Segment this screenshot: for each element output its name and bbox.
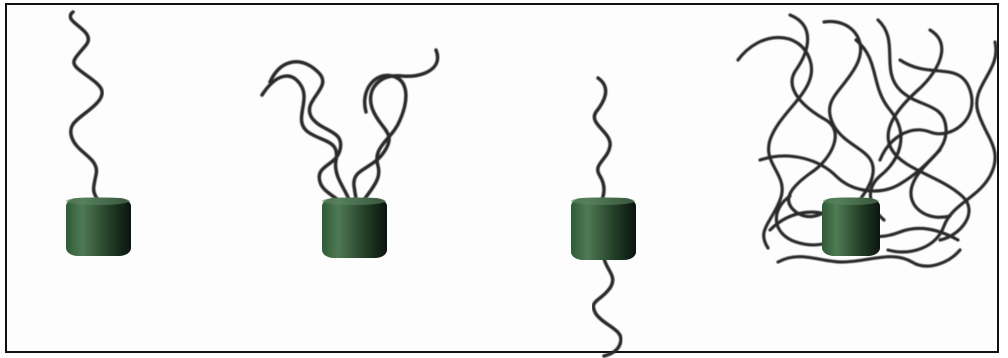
polymer-chain: [886, 40, 998, 254]
polymer-chain: [591, 256, 623, 358]
panel-single-chain: [68, 10, 104, 202]
anchor-cylinder: [571, 197, 636, 260]
polymer-chain: [260, 74, 352, 204]
polymer-chain: [878, 58, 974, 162]
anchor-cylinder: [322, 197, 387, 258]
polymer-chain: [854, 38, 903, 222]
panel-few-chains: [260, 48, 440, 205]
polymer-chain: [268, 60, 343, 204]
polymer-chain: [776, 248, 962, 268]
polymer-chain: [876, 18, 952, 219]
anchor-cylinder: [66, 197, 131, 256]
polymer-chain: [360, 73, 408, 205]
diagram-frame: [5, 3, 999, 353]
polymer-chain: [68, 10, 104, 202]
polymer-chain: [758, 148, 942, 193]
panel-many-entangled-chains: [736, 13, 998, 268]
polymer-chain: [787, 13, 844, 219]
polymer-chain: [736, 36, 814, 250]
polymer-chain: [352, 48, 440, 205]
anchor-cylinder: [822, 197, 880, 256]
polymer-chain: [592, 76, 612, 202]
panel-chains-up-and-down: [591, 76, 623, 358]
